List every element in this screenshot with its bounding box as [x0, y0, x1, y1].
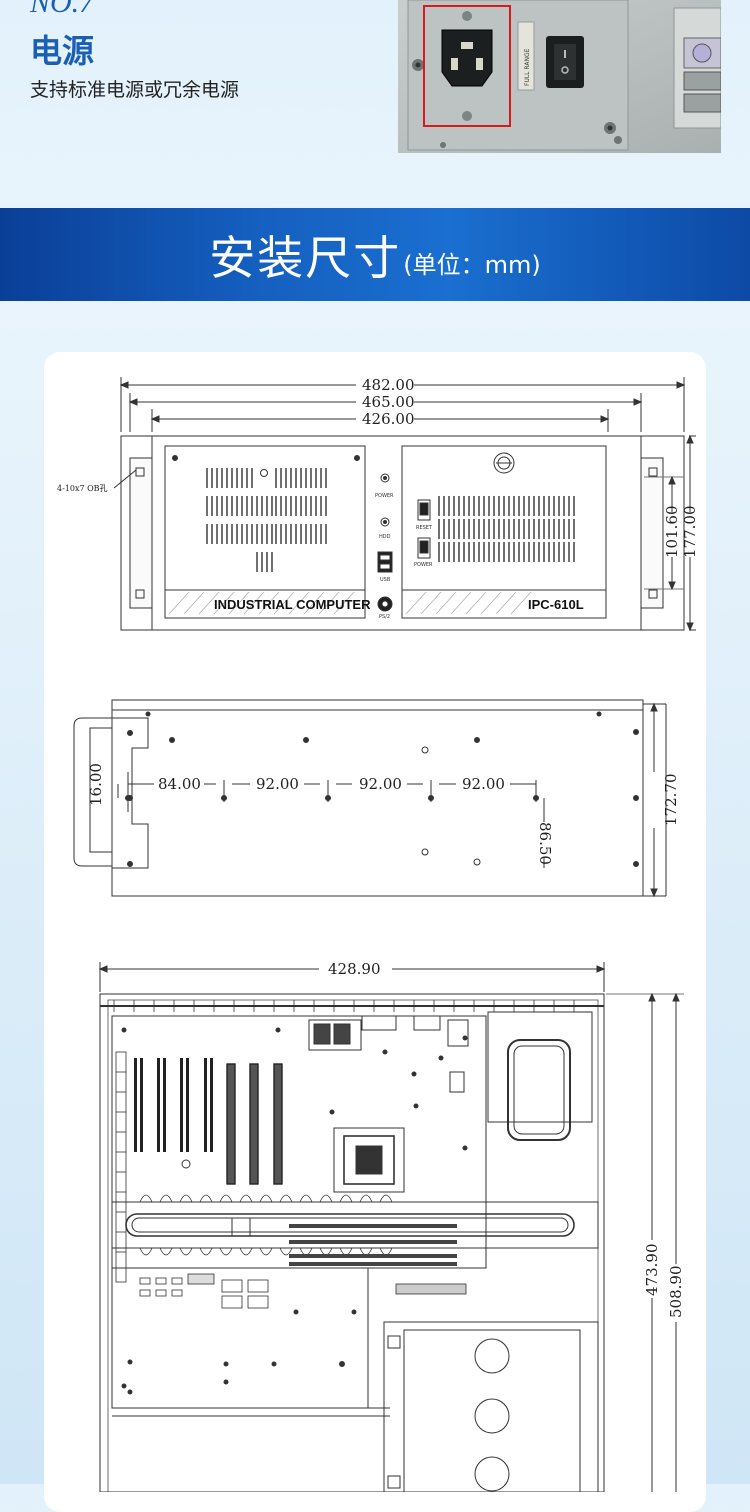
- panel-left-label: INDUSTRIAL COMPUTER: [214, 597, 371, 612]
- ps2-label: PS/2: [379, 614, 390, 620]
- power-supply-illustration: FULL RANGE: [398, 0, 721, 153]
- dim-width-inner: 426.00: [362, 410, 415, 428]
- dimension-drawings: 482.00 465.00 426.00 101.60 177.00 4-10x…: [57, 376, 699, 1492]
- side-view: [73, 699, 667, 898]
- dim-right-height: 172.70: [662, 774, 680, 827]
- photo-label: FULL RANGE: [524, 48, 531, 86]
- feature-title: 电源: [30, 32, 95, 70]
- banner-title: 安装尺寸: [209, 230, 402, 285]
- dim-width-mid: 465.00: [362, 393, 415, 411]
- dim-spacing-3: 92.00: [359, 775, 402, 793]
- button-reset: RESET: [416, 525, 433, 531]
- dim-offset: 86.50: [536, 822, 554, 865]
- top-view: [98, 962, 684, 1492]
- section-banner: 安装尺寸 (单位：mm): [0, 208, 750, 301]
- dim-top-width: 428.90: [328, 960, 381, 978]
- indicator-power: POWER: [375, 493, 394, 499]
- dim-depth-outer: 508.90: [667, 1266, 685, 1319]
- button-power: POWER: [414, 562, 433, 568]
- dim-height-inner: 101.60: [663, 506, 681, 559]
- indicator-hdd: HDD: [379, 534, 391, 540]
- panel-right-label: IPC-610L: [528, 597, 584, 612]
- hole-note: 4-10x7 OB孔: [57, 484, 108, 493]
- dim-height-outer: 177.00: [681, 506, 699, 559]
- dim-width-outer: 482.00: [362, 376, 415, 394]
- feature-section: NO.7 电源 支持标准电源或冗余电源: [0, 0, 750, 208]
- dim-spacing-1: 84.00: [158, 775, 201, 793]
- front-view: [113, 377, 696, 632]
- dim-spacing-4: 92.00: [462, 775, 505, 793]
- dim-left-height: 16.00: [87, 763, 105, 806]
- dim-depth-inner: 473.90: [643, 1244, 661, 1297]
- drawing-card: 482.00 465.00 426.00 101.60 177.00 4-10x…: [44, 352, 706, 1512]
- banner-unit: (单位：mm): [403, 251, 541, 279]
- dim-spacing-2: 92.00: [256, 775, 299, 793]
- feature-number: NO.7: [30, 0, 95, 19]
- power-supply-photo: FULL RANGE: [398, 0, 721, 153]
- usb-label: USB: [380, 577, 391, 583]
- feature-description: 支持标准电源或冗余电源: [30, 79, 240, 101]
